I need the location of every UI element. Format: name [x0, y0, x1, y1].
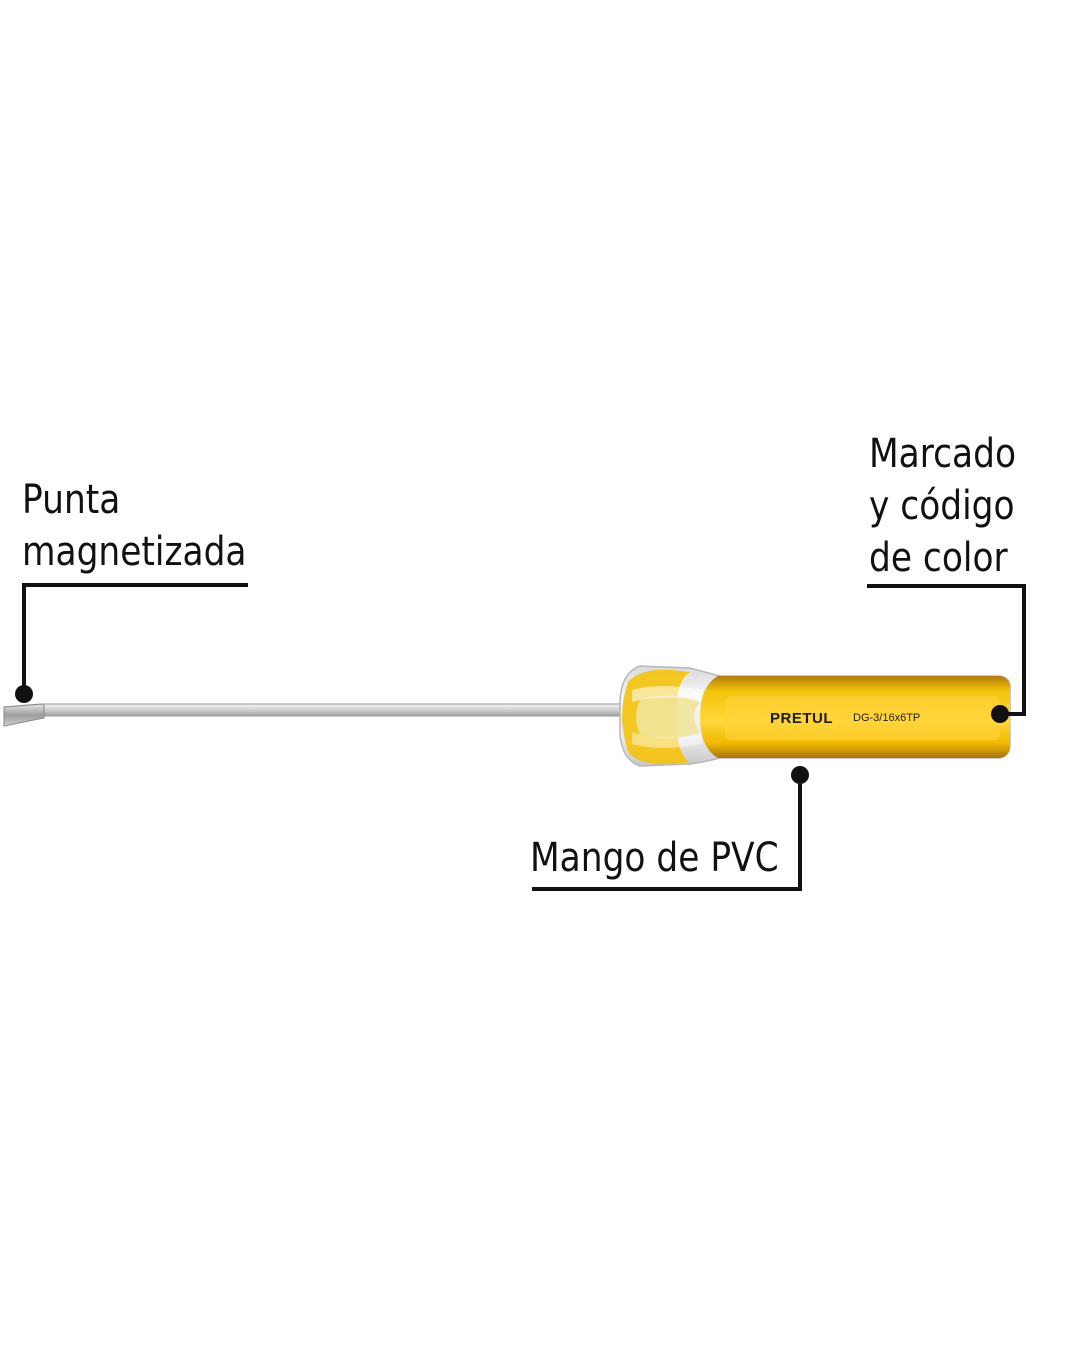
leader-marking [867, 584, 1026, 723]
label-marking-line2: y código [869, 483, 1015, 529]
flat-tip [3, 703, 45, 727]
label-marking-line3: de color [869, 535, 1008, 581]
label-marking-line1: Marcado [869, 431, 1017, 477]
screwdriver-shaft [3, 703, 621, 727]
label-magnetized-tip: Punta magnetizada [22, 474, 247, 578]
handle-model-text: DG-3/16x6TP [853, 712, 921, 724]
label-pvc-handle: Mango de PVC [530, 832, 779, 884]
label-tip-line1: Punta [22, 477, 121, 523]
tip-marker-dot [15, 685, 33, 703]
handle-marker-dot [791, 766, 809, 784]
label-marking-color-code: Marcado y código de color [869, 428, 1016, 584]
label-handle-line1: Mango de PVC [530, 835, 779, 881]
label-tip-line2: magnetizada [22, 529, 247, 575]
leader-handle [532, 766, 809, 891]
leader-tip [15, 583, 248, 703]
handle-brand-text: PRETUL [770, 710, 833, 727]
marking-marker-dot [991, 705, 1009, 723]
screwdriver-handle [619, 665, 1011, 767]
